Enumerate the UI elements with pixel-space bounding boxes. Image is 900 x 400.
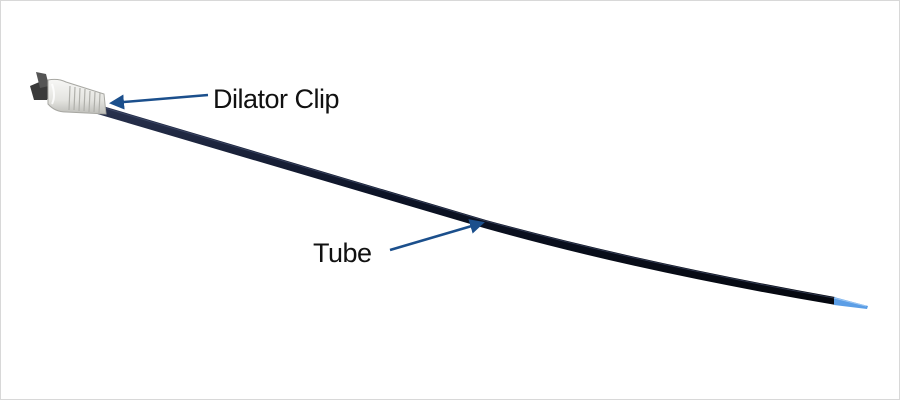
tube-label: Tube	[313, 238, 372, 268]
tube-arrow	[389, 219, 485, 252]
dilator-clip	[30, 72, 107, 115]
tube	[94, 104, 836, 305]
tube-tip	[833, 297, 868, 309]
dilator-clip-label: Dilator Clip	[213, 84, 340, 114]
dilator-clip-arrow	[109, 93, 209, 110]
